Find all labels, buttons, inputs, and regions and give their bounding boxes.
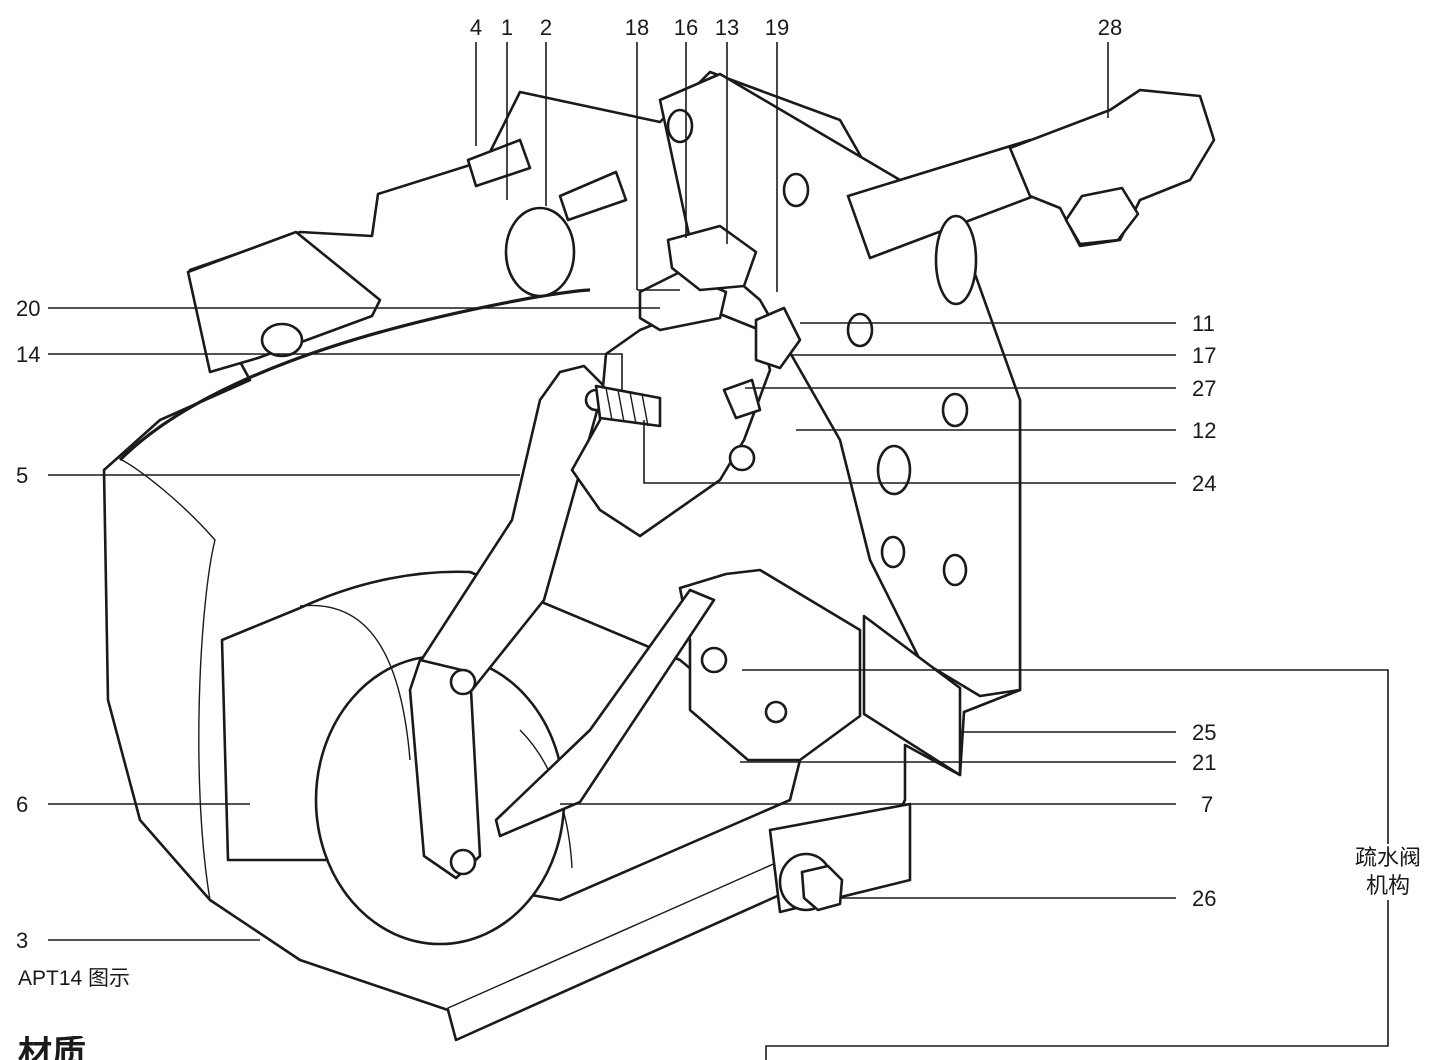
cover-bolt-hole — [782, 172, 810, 208]
valve-seat-16 — [666, 224, 758, 292]
drain-mechanism-label: 疏水阀 机构 — [1342, 844, 1434, 900]
cover-bolt-hole — [880, 535, 906, 569]
check-valve-nut — [1064, 186, 1140, 246]
base-edge — [447, 807, 901, 1041]
lever-7 — [494, 588, 716, 838]
drain-mechanism-label-line2: 机构 — [1365, 873, 1410, 898]
right-leaders — [560, 322, 1176, 899]
inlet-boss — [504, 206, 576, 298]
callout-4: 4 — [470, 15, 482, 40]
shell-inner-line — [121, 459, 216, 901]
drain-plug-head — [800, 864, 844, 912]
callout-13: 13 — [715, 15, 739, 40]
drain-mechanism-block — [678, 568, 862, 762]
callout-7: 7 — [1201, 792, 1213, 817]
float-seam — [299, 604, 411, 761]
pivot-bolt — [700, 646, 728, 674]
callout-3: 3 — [16, 928, 28, 953]
drain-mechanism-label-line1: 疏水阀 — [1354, 845, 1421, 870]
mounting-lug — [186, 230, 382, 374]
cover-bolt-hole — [846, 312, 874, 348]
callout-28: 28 — [1098, 15, 1122, 40]
pipe-flange — [934, 214, 978, 306]
shell-inner-rim — [118, 288, 591, 462]
pivot-bolt — [764, 700, 788, 724]
callout-26: 26 — [1192, 886, 1216, 911]
figure-caption: APT14 图示 — [18, 967, 131, 990]
spring-14 — [594, 384, 662, 428]
callout-25: 25 — [1192, 720, 1216, 745]
callout-1: 1 — [501, 15, 513, 40]
pump-trap-drawing — [102, 70, 1216, 1042]
cover-bolt-hole — [942, 553, 968, 587]
pivot-bolt — [449, 848, 477, 876]
callout-16: 16 — [674, 15, 698, 40]
stud-4 — [466, 138, 532, 188]
callouts-left: 20 14 5 6 3 — [16, 296, 40, 953]
callout-24: 24 — [1192, 471, 1216, 496]
cover-port — [876, 444, 912, 496]
cover-bolt-hole — [666, 108, 694, 144]
cover-bolt-hole — [941, 392, 969, 428]
check-valve-28 — [1008, 88, 1216, 248]
valve-17 — [754, 306, 802, 370]
callout-14: 14 — [16, 342, 40, 367]
spring-coils — [605, 387, 649, 427]
pivot-bolt — [449, 668, 477, 696]
callout-6: 6 — [16, 792, 28, 817]
callouts-right: 11 17 27 12 24 25 21 7 26 — [1192, 311, 1216, 911]
callout-2: 2 — [540, 15, 552, 40]
drain-mechanism-bracket — [742, 669, 1389, 1060]
callout-21: 21 — [1192, 750, 1216, 775]
callout-5: 5 — [16, 463, 28, 488]
lug-hole — [260, 322, 304, 358]
callout-17: 17 — [1192, 343, 1216, 368]
spring-27 — [722, 378, 762, 420]
callout-12: 12 — [1192, 418, 1216, 443]
callout-18: 18 — [625, 15, 649, 40]
pivot-bolt — [728, 444, 756, 472]
callout-27: 27 — [1192, 376, 1216, 401]
callout-11: 11 — [1192, 311, 1215, 336]
top-leaders — [475, 42, 1109, 292]
stud-2 — [558, 170, 628, 222]
section-heading: 材质 — [18, 1036, 86, 1060]
left-leaders — [48, 307, 660, 941]
bracket-25 — [862, 614, 962, 777]
callout-19: 19 — [765, 15, 789, 40]
callouts-top: 4 1 2 18 16 13 19 28 — [470, 15, 1122, 40]
callout-20: 20 — [16, 296, 40, 321]
